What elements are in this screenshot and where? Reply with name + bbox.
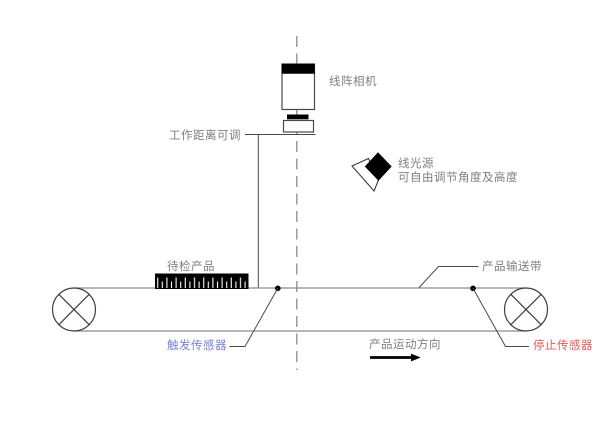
conveyor-label: 产品输送带 [482, 259, 542, 273]
working-distance-label: 工作距离可调 [169, 127, 241, 142]
conveyor-leader-line [418, 266, 479, 288]
light-source-label: 线光源 [398, 156, 434, 170]
product-label: 待检产品 [167, 259, 215, 273]
direction-label: 产品运动方向 [369, 337, 441, 351]
right-roller-icon [503, 287, 549, 332]
line-light-source-icon [351, 152, 392, 193]
line-scan-camera-icon [281, 63, 316, 133]
stop-sensor-label: 停止传感器 [533, 338, 593, 352]
trigger-sensor-label: 触发传感器 [167, 338, 227, 352]
stop-sensor-marker [470, 285, 529, 347]
camera-label: 线阵相机 [329, 74, 377, 88]
left-roller-icon [51, 287, 97, 332]
product-block-icon [155, 273, 249, 289]
light-source-note-label: 可自由调节角度及高度 [398, 169, 518, 184]
working-distance-leader-line [245, 134, 316, 288]
trigger-sensor-marker [229, 285, 281, 347]
direction-arrow-icon [370, 353, 421, 362]
conveyor-belt [51, 287, 549, 332]
